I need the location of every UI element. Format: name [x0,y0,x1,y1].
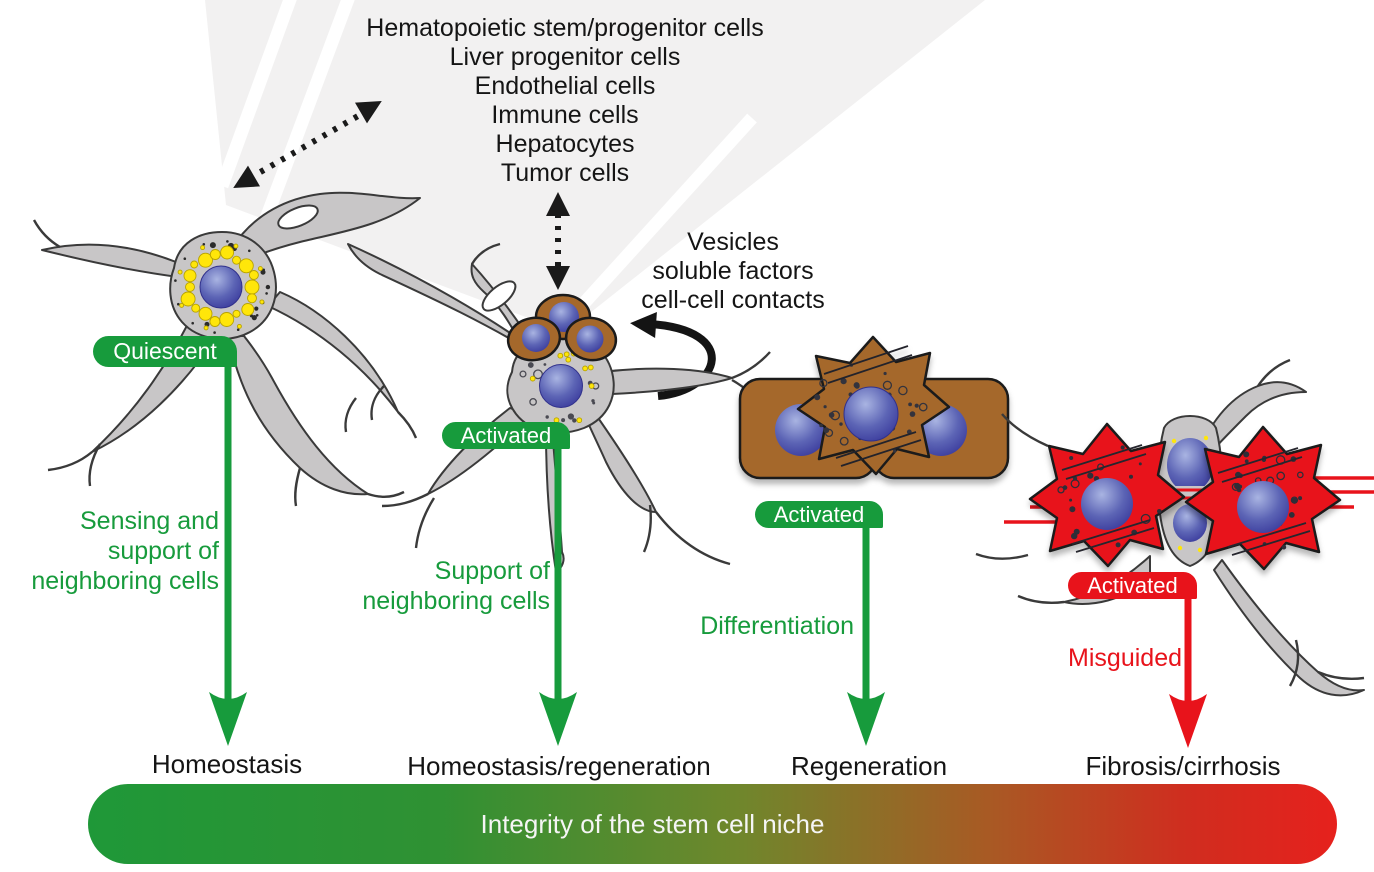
annotation-line: Support of [434,557,550,585]
signal-item: soluble factors [652,257,814,285]
misguided-down-arrow-icon [1169,594,1207,748]
niche-cell-type: Hepatocytes [495,130,635,158]
exchange-double-arrow-diagonal-icon [233,101,382,188]
annotation-quiescent: Sensing and support of neighboring cells [0,506,219,596]
annotation-activated-3: Misguided [930,643,1182,673]
vesicle-transfer-arrow-icon [630,312,716,400]
differentiation-down-arrow-icon [847,524,885,746]
state-arrows [209,360,1207,748]
differentiating-activated-cell [738,335,1010,480]
niche-cell-type-list: Hematopoietic stem/progenitor cells Live… [265,14,865,188]
outcome-homeostasis: Homeostasis [151,749,303,779]
state-badge-activated-2: Activated [755,501,883,528]
niche-cell-type: Liver progenitor cells [449,43,681,71]
annotation-line: Differentiation [700,612,854,640]
signal-item: Vesicles [687,228,779,256]
quiescent-stellate-cell [32,191,421,507]
annotation-line: neighboring cells [31,567,219,595]
state-badge-activated-3: Activated [1068,572,1197,599]
annotation-activated-1: Support of neighboring cells [240,556,550,616]
activated-stellate-cell [344,242,771,573]
niche-cell-type: Endothelial cells [474,72,656,100]
annotation-line: Sensing and [79,507,219,535]
annotation-line: neighboring cells [362,587,550,615]
niche-cell-type: Tumor cells [500,159,630,187]
state-badge-activated-1: Activated [442,422,570,449]
signal-item: cell-cell contacts [641,286,825,314]
niche-integrity-gradient-bar: Integrity of the stem cell niche [88,784,1337,864]
annotation-line: Misguided [1068,644,1182,672]
exchange-double-arrow-vertical-icon [546,192,570,290]
niche-cell-type: Hematopoietic stem/progenitor cells [366,14,764,42]
annotation-line: support of [107,537,219,565]
activated-down-arrow-icon [539,446,577,746]
niche-cell-type: Immune cells [491,101,639,129]
state-badge-quiescent: Quiescent [93,336,237,367]
quiescent-down-arrow-icon [209,360,247,746]
outcome-regeneration: Regeneration [790,751,948,781]
outcome-fibrosis-cirrhosis: Fibrosis/cirrhosis [1085,751,1281,781]
niche-triangle-background [205,0,985,339]
annotation-activated-2: Differentiation [600,611,854,641]
misguided-activated-cells [975,358,1374,697]
outcome-homeostasis-regeneration: Homeostasis/regeneration [407,751,711,781]
signal-list: Vesicles soluble factors cell-cell conta… [583,228,883,315]
